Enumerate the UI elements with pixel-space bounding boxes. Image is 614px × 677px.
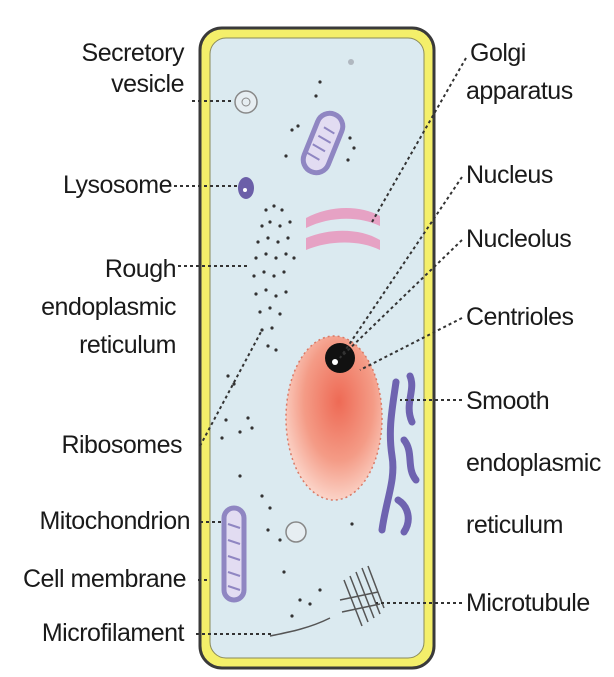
label-line: Centrioles <box>466 302 574 333</box>
label-mitochondrion: Mitochondrion <box>39 506 190 537</box>
label-line: endoplasmic <box>41 288 176 326</box>
label-golgi: Golgi apparatus <box>466 24 573 120</box>
label-microfilament: Microfilament <box>42 618 184 649</box>
label-secretory-vesicle: Secretory vesicle <box>82 38 184 100</box>
vesicle-bottom <box>286 522 306 542</box>
label-line: apparatus <box>466 62 573 120</box>
label-line: Ribosomes <box>61 430 182 461</box>
label-line: vesicle <box>82 69 184 100</box>
label-line: Mitochondrion <box>39 506 190 537</box>
label-nucleolus: Nucleolus <box>466 224 571 255</box>
label-smooth-er: Smooth endoplasmic reticulum <box>466 384 601 556</box>
label-line: Cell membrane <box>23 564 186 595</box>
label-rough-er: Rough endoplasmic reticulum <box>41 250 176 364</box>
label-line: Microtubule <box>466 588 590 619</box>
label-microtubule: Microtubule <box>466 588 590 619</box>
label-lysosome: Lysosome <box>63 170 172 201</box>
label-nucleus: Nucleus <box>466 160 553 191</box>
label-line: Rough <box>41 250 176 288</box>
label-line: Nucleus <box>466 160 553 191</box>
label-line: Secretory <box>82 38 184 69</box>
label-centrioles: Centrioles <box>466 302 574 333</box>
lysosome-shape <box>238 177 254 199</box>
label-line: Lysosome <box>63 170 172 201</box>
label-line: reticulum <box>466 494 601 556</box>
label-line: Smooth <box>466 370 601 432</box>
label-line: endoplasmic <box>466 432 601 494</box>
label-cell-membrane: Cell membrane <box>23 564 186 595</box>
label-line: Nucleolus <box>466 224 571 255</box>
label-line: Microfilament <box>42 618 184 649</box>
label-ribosomes: Ribosomes <box>61 430 182 461</box>
label-line: reticulum <box>41 326 176 364</box>
mitochondrion-bottom-shape <box>224 508 244 600</box>
secretory-vesicle-shape <box>235 91 257 113</box>
